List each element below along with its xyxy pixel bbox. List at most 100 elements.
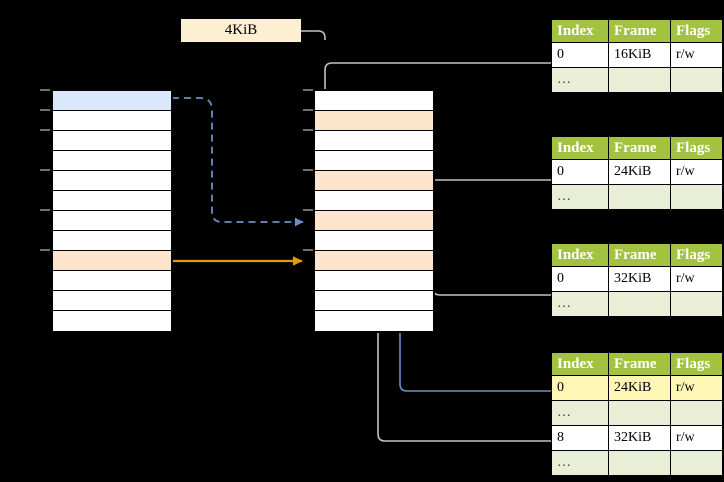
cell-frame: 32KiB	[608, 266, 671, 292]
column-header-frame: Frame	[608, 243, 671, 267]
wire-virtual-page-blue	[172, 97, 304, 227]
cell-flags: r/w	[670, 425, 723, 451]
physical-memory-row[interactable]	[315, 271, 433, 291]
virtual-memory-row[interactable]	[53, 251, 171, 271]
table-row[interactable]: …	[551, 184, 723, 210]
page-size-callout: 4KiB	[181, 19, 301, 42]
column-header-flags: Flags	[670, 19, 723, 43]
column-header-frame: Frame	[608, 352, 671, 376]
physical-memory-row[interactable]	[315, 211, 433, 231]
cell-flags	[670, 67, 723, 93]
physical-memory-row[interactable]	[315, 131, 433, 151]
cell-flags: r/w	[670, 159, 723, 185]
cell-flags: r/w	[670, 42, 723, 68]
virtual-memory-row[interactable]	[53, 211, 171, 231]
virtual-memory-row[interactable]	[53, 111, 171, 131]
left-column-tick-marks	[40, 89, 50, 251]
page-size-callout-label: 4KiB	[224, 22, 258, 38]
virtual-memory-row[interactable]	[53, 191, 171, 211]
physical-memory-row[interactable]	[315, 231, 433, 251]
table-row[interactable]: …	[551, 400, 723, 426]
cell-frame: 16KiB	[608, 42, 671, 68]
cell-flags: r/w	[670, 375, 723, 401]
physical-memory-row[interactable]	[315, 151, 433, 171]
cell-frame: 24KiB	[608, 159, 671, 185]
column-header-frame: Frame	[608, 136, 671, 160]
physical-memory-row[interactable]	[315, 251, 433, 271]
physical-memory-row[interactable]	[315, 91, 433, 111]
column-header-flags: Flags	[670, 352, 723, 376]
virtual-memory-column	[51, 89, 173, 333]
physical-memory-row[interactable]	[315, 291, 433, 311]
virtual-memory-row[interactable]	[53, 131, 171, 151]
cell-frame	[608, 400, 671, 426]
virtual-memory-row[interactable]	[53, 311, 171, 331]
wire-pt3-to-frame	[419, 196, 551, 296]
cell-index: 0	[551, 375, 609, 401]
cell-flags	[670, 400, 723, 426]
column-header-index: Index	[551, 136, 609, 160]
cell-frame: 24KiB	[608, 375, 671, 401]
physical-memory-column	[313, 89, 435, 333]
cell-index: 0	[551, 159, 609, 185]
column-header-index: Index	[551, 19, 609, 43]
physical-memory-row[interactable]	[315, 171, 433, 191]
column-header-index: Index	[551, 243, 609, 267]
cell-frame	[608, 67, 671, 93]
cell-index: …	[551, 400, 609, 426]
table-row[interactable]: …	[551, 291, 723, 317]
cell-index: …	[551, 67, 609, 93]
physical-memory-row[interactable]	[315, 311, 433, 331]
column-header-frame: Frame	[608, 19, 671, 43]
cell-index: 8	[551, 425, 609, 451]
virtual-memory-row[interactable]	[53, 291, 171, 311]
virtual-memory-row[interactable]	[53, 171, 171, 191]
middle-column-tick-marks	[303, 89, 313, 251]
cell-frame	[608, 291, 671, 317]
cell-frame	[608, 450, 671, 476]
cell-frame: 32KiB	[608, 425, 671, 451]
cell-index: …	[551, 450, 609, 476]
column-header-flags: Flags	[670, 243, 723, 267]
cell-index: 0	[551, 42, 609, 68]
cell-flags	[670, 184, 723, 210]
virtual-memory-row[interactable]	[53, 271, 171, 291]
cell-frame	[608, 184, 671, 210]
wire-callout-to-frame	[301, 30, 326, 40]
physical-memory-row[interactable]	[315, 111, 433, 131]
physical-memory-row[interactable]	[315, 191, 433, 211]
cell-flags: r/w	[670, 266, 723, 292]
cell-flags	[670, 291, 723, 317]
cell-index: …	[551, 291, 609, 317]
table-row[interactable]: …	[551, 67, 723, 93]
virtual-memory-row[interactable]	[53, 231, 171, 251]
table-row[interactable]: …	[551, 450, 723, 476]
virtual-memory-row[interactable]	[53, 91, 171, 111]
virtual-memory-row[interactable]	[53, 151, 171, 171]
